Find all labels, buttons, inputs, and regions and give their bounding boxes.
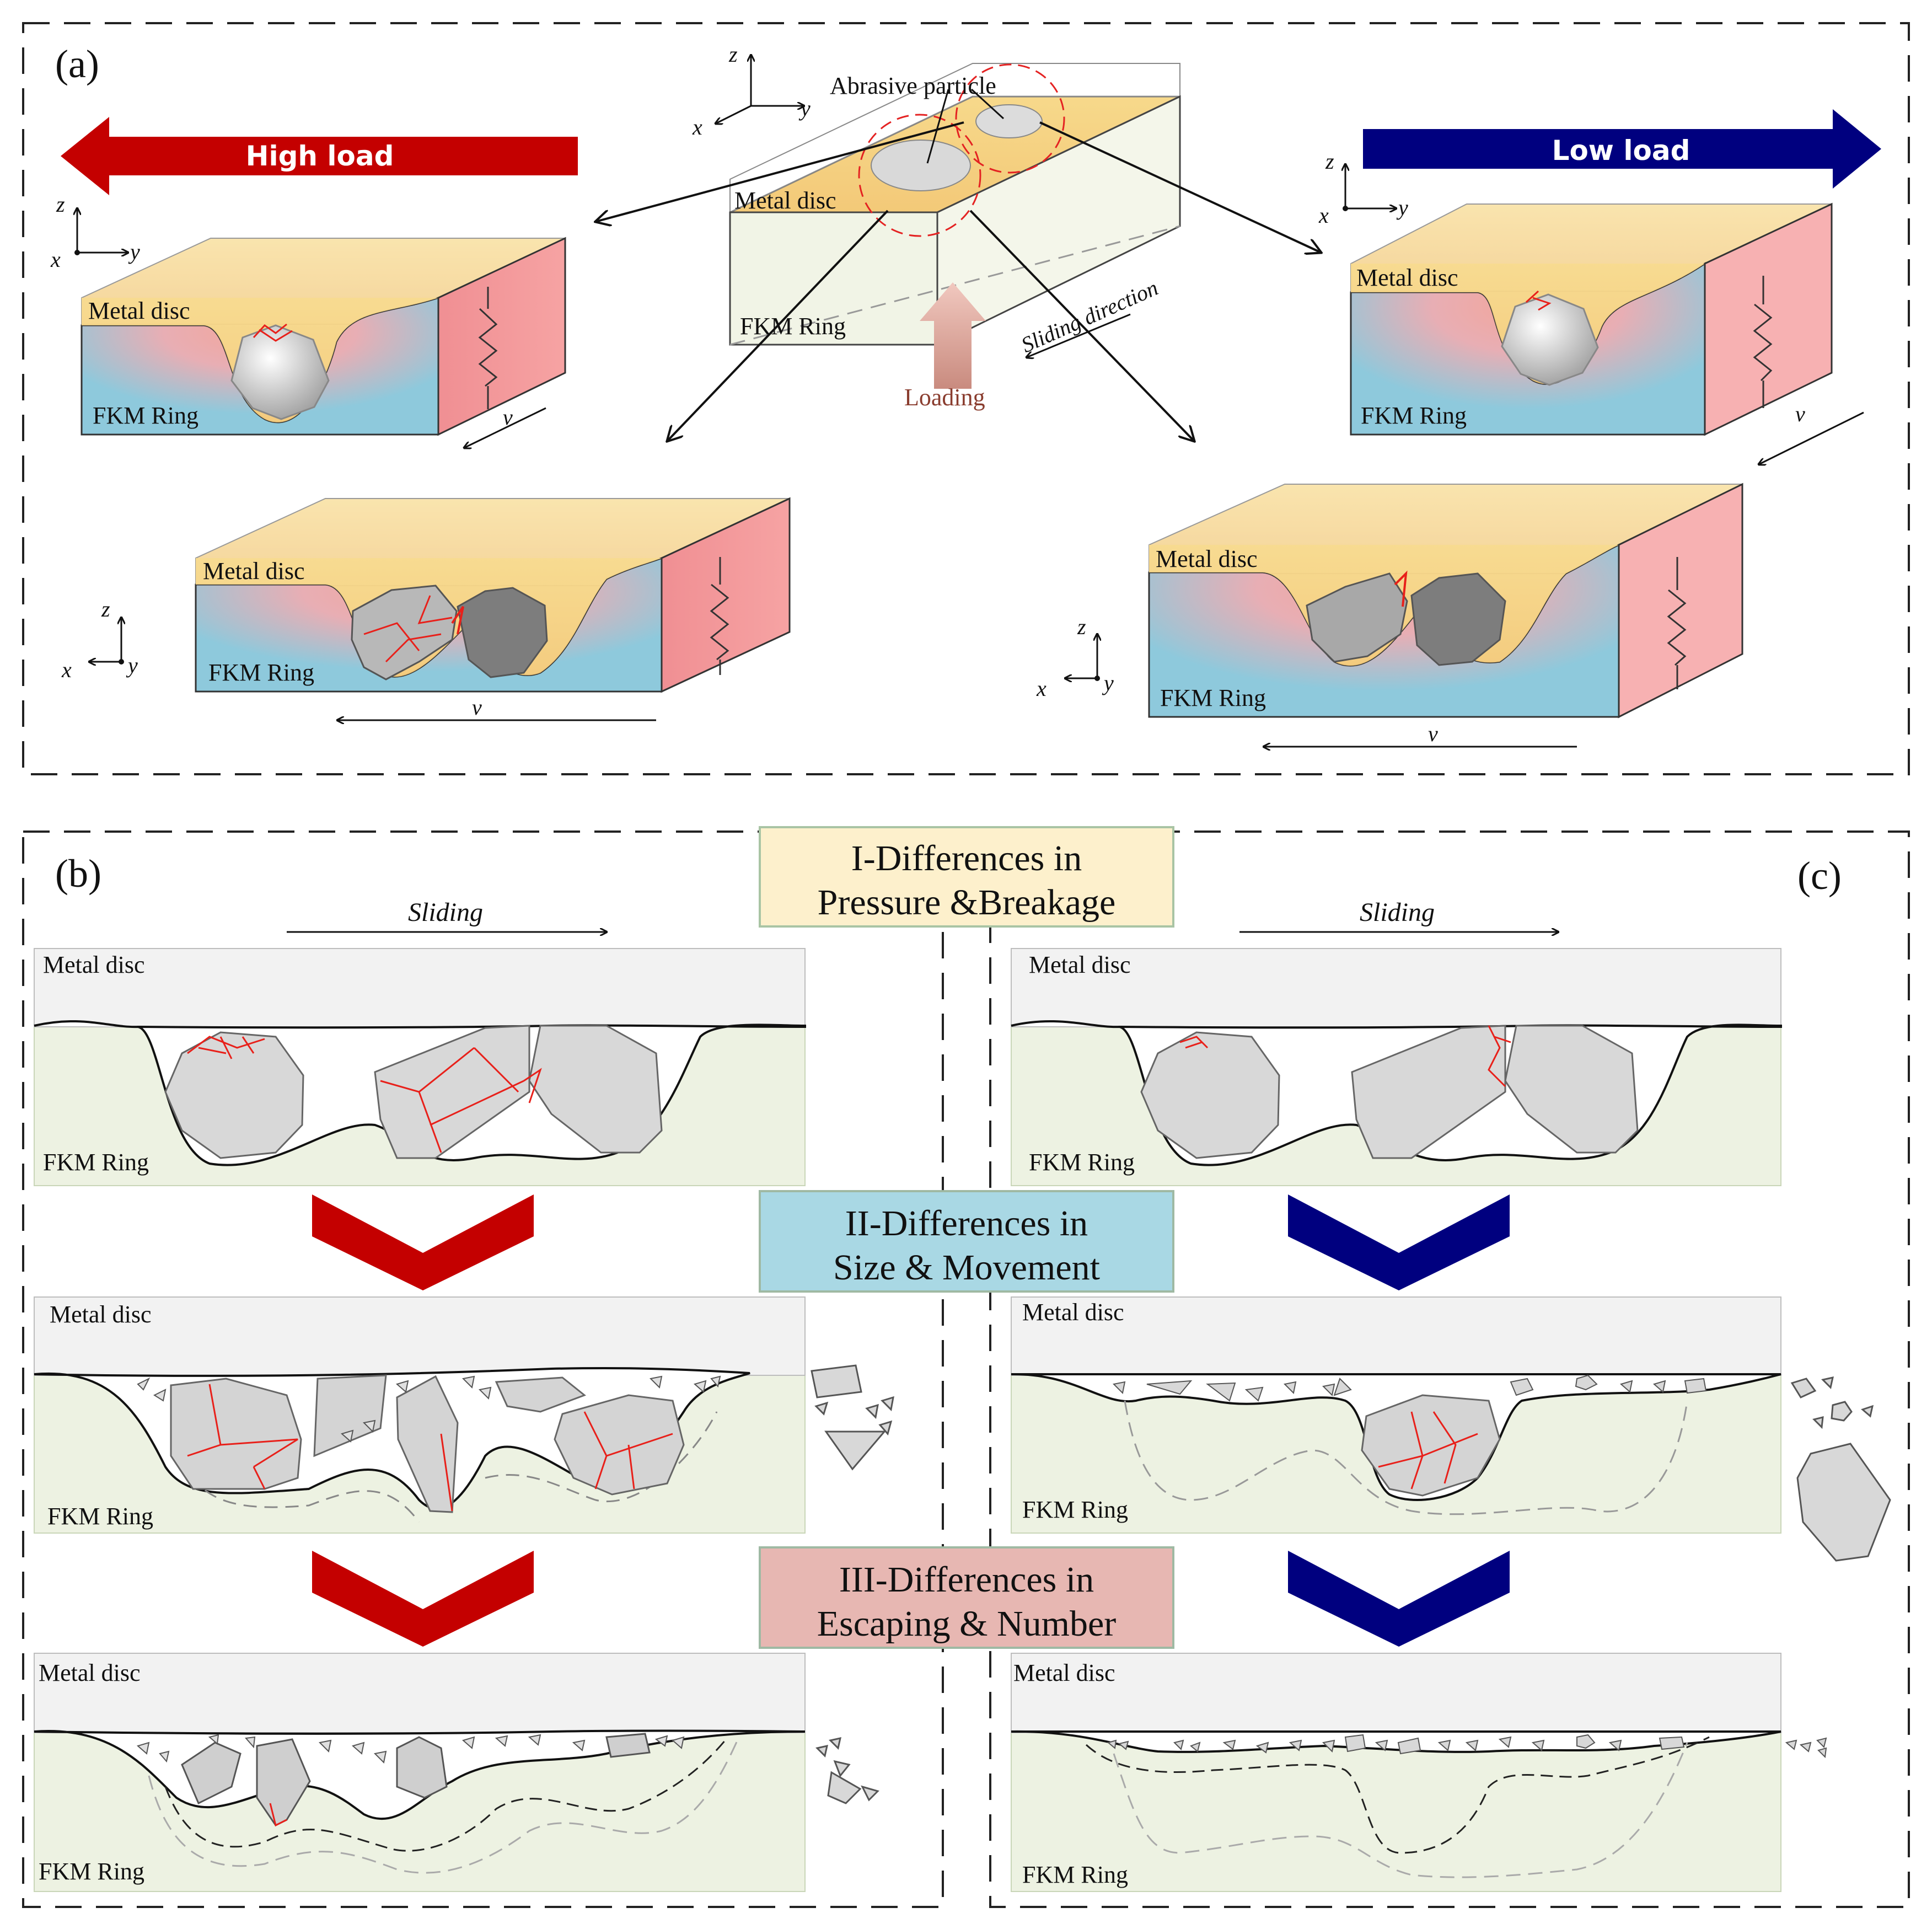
panel-a-caption: (a): [55, 42, 99, 86]
panel-c-frame: [989, 830, 1910, 1908]
sliding-arrow-b: Sliding: [287, 898, 607, 932]
panel-b-frame: [22, 830, 944, 1908]
svg-text:y: y: [128, 239, 140, 264]
stage-title-2: II-Differences in Size & Movement: [759, 1190, 1174, 1293]
axes-bl: z y x: [61, 597, 138, 682]
block-low-load-double: Metal disc FKM Ring v z y x: [1036, 483, 1743, 747]
stage-title-3: III-Differences in Escaping & Number: [759, 1546, 1174, 1649]
svg-text:z: z: [1077, 614, 1086, 639]
stage-title-1: I-Differences in Pressure &Breakage: [759, 826, 1174, 928]
axes-br: z y x: [1036, 614, 1114, 701]
chevron-high-1: [312, 1194, 534, 1290]
svg-text:z: z: [728, 42, 738, 67]
axes-tl: z y x: [50, 192, 140, 272]
central-block: Abrasive particle Metal disc FKM Ring Sl…: [692, 42, 1181, 411]
svg-text:y: y: [126, 653, 138, 678]
svg-text:FKM Ring: FKM Ring: [1361, 402, 1467, 429]
svg-text:Pressure &Breakage: Pressure &Breakage: [818, 882, 1116, 923]
sliding-arrow-c: Sliding: [1239, 898, 1558, 932]
svg-text:v: v: [1428, 721, 1438, 746]
svg-text:Size & Movement: Size & Movement: [833, 1247, 1100, 1288]
svg-text:Metal disc: Metal disc: [1013, 1659, 1115, 1686]
svg-text:FKM Ring: FKM Ring: [208, 659, 314, 686]
svg-text:v: v: [503, 405, 513, 430]
chevron-low-1: [1288, 1194, 1510, 1290]
cross-section-b1: Metal disc FKM Ring: [34, 948, 806, 1186]
abrasive-grain: [230, 324, 330, 420]
svg-text:Metal disc: Metal disc: [43, 951, 145, 978]
cross-section-c3: Metal disc FKM Ring: [1011, 1653, 1827, 1892]
svg-text:II-Differences in: II-Differences in: [845, 1203, 1088, 1244]
central-metal-disc-label: Metal disc: [734, 187, 836, 214]
svg-text:v: v: [1795, 401, 1805, 426]
svg-text:Metal disc: Metal disc: [88, 297, 190, 324]
svg-text:Metal disc: Metal disc: [50, 1301, 152, 1328]
svg-text:I-Differences in: I-Differences in: [851, 838, 1082, 878]
central-fkm-label: FKM Ring: [740, 313, 846, 340]
chevron-low-2: [1288, 1551, 1510, 1647]
abrasive-grain: [1501, 293, 1599, 386]
svg-text:y: y: [798, 96, 811, 121]
low-load-arrow: Low load: [1363, 109, 1881, 189]
focus-circle-2: [955, 63, 1065, 174]
axes-tr: z y x: [1318, 149, 1408, 228]
escaped-debris-c3: [1785, 1737, 1827, 1759]
svg-text:Metal disc: Metal disc: [1156, 545, 1258, 572]
svg-text:FKM Ring: FKM Ring: [1029, 1149, 1135, 1176]
central-axes: z y x: [692, 42, 811, 140]
svg-text:x: x: [50, 247, 61, 272]
escaped-debris-c2: [1790, 1376, 1891, 1562]
pointer-arrows: [595, 121, 1321, 441]
svg-text:x: x: [1318, 203, 1329, 228]
svg-text:FKM Ring: FKM Ring: [43, 1149, 149, 1176]
panel-b-caption: (b): [55, 851, 101, 896]
svg-text:x: x: [61, 657, 72, 682]
loading-label: Loading: [904, 384, 985, 411]
loading-arrow: [920, 282, 986, 389]
low-load-label: Low load: [1552, 135, 1690, 167]
cross-section-b2: Metal disc FKM Ring: [34, 1296, 894, 1534]
high-load-label: High load: [246, 140, 394, 172]
svg-text:Metal disc: Metal disc: [39, 1659, 141, 1686]
panel-a-frame: [22, 22, 1910, 775]
cross-section-c1: Metal disc FKM Ring: [1011, 948, 1782, 1186]
svg-text:y: y: [1396, 195, 1408, 220]
svg-text:x: x: [692, 115, 702, 140]
svg-text:III-Differences in: III-Differences in: [839, 1560, 1094, 1600]
svg-text:Sliding: Sliding: [408, 898, 483, 927]
svg-text:Sliding: Sliding: [1360, 898, 1435, 927]
svg-text:v: v: [472, 695, 482, 720]
cross-section-c2: Metal disc FKM Ring: [1011, 1296, 1891, 1562]
cross-section-b3: Metal disc FKM Ring: [34, 1653, 879, 1892]
block-high-load-double: Metal disc FKM Ring v z y x: [61, 497, 791, 720]
svg-text:z: z: [1325, 149, 1334, 174]
svg-text:x: x: [1036, 676, 1046, 701]
svg-text:Metal disc: Metal disc: [1029, 951, 1131, 978]
svg-text:Escaping & Number: Escaping & Number: [817, 1604, 1117, 1644]
svg-text:Metal disc: Metal disc: [1022, 1299, 1124, 1326]
focus-circle-1: [858, 114, 981, 237]
svg-text:FKM Ring: FKM Ring: [47, 1503, 153, 1530]
block-low-load-single: Metal disc FKM Ring v z y x: [1318, 149, 1864, 464]
panel-c-caption: (c): [1797, 854, 1842, 898]
high-load-arrow: High load: [61, 117, 578, 195]
abrasive-particle-label: Abrasive particle: [830, 72, 996, 99]
svg-text:z: z: [101, 597, 110, 621]
escaped-debris-b3: [815, 1737, 879, 1804]
svg-text:FKM Ring: FKM Ring: [1160, 684, 1266, 711]
svg-text:FKM Ring: FKM Ring: [1022, 1496, 1128, 1523]
svg-text:Metal disc: Metal disc: [1356, 264, 1458, 291]
svg-text:FKM Ring: FKM Ring: [1022, 1861, 1128, 1888]
svg-text:FKM Ring: FKM Ring: [39, 1858, 144, 1885]
block-high-load-single: Metal disc FKM Ring v z y x: [50, 192, 566, 448]
chevron-high-2: [312, 1551, 534, 1647]
svg-text:z: z: [56, 192, 65, 217]
svg-text:Metal disc: Metal disc: [203, 558, 305, 585]
abrasive-particle-icon: [871, 140, 971, 191]
svg-text:y: y: [1102, 671, 1114, 695]
escaped-debris-b2: [811, 1364, 894, 1471]
svg-text:FKM Ring: FKM Ring: [93, 402, 198, 429]
